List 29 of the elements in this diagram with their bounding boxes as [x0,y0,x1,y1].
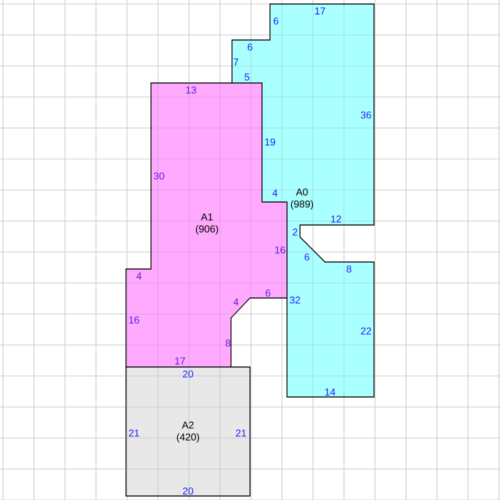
dimension-label: 6 [248,43,252,51]
dimension-label: 12 [331,216,342,222]
dimension-label: 21 [128,430,140,436]
dimension-label: 14 [325,388,336,396]
dimension-label: 4 [233,298,238,306]
dimension-label: 17 [175,358,186,364]
dimension-label: 13 [186,86,196,94]
dimension-label: 36 [360,111,372,119]
dimension-label: 6 [274,17,278,25]
dimension-label: 5 [244,74,250,80]
dimension-label: 16 [129,316,140,324]
dimension-label: 8 [346,265,352,273]
room-polygon: A2 (420) 20 21 21 20 [126,366,250,496]
dimension-label: 7 [234,58,238,66]
dimension-label: 19 [265,138,276,146]
dimension-label: 21 [236,430,246,436]
dimension-label: 2 [292,228,298,236]
dimension-label: 6 [266,289,270,297]
dimension-label: 22 [360,328,372,334]
dimension-label: 4 [136,272,142,280]
dimension-label: 8 [226,339,230,347]
dimension-label: 4 [272,190,278,196]
dimension-label: 20 [182,370,194,378]
dimension-label: 20 [182,487,194,495]
dimension-label: 16 [275,246,286,254]
dimension-label: 30 [154,172,164,180]
dimension-label: 32 [290,296,300,304]
dimension-label: 6 [304,253,310,261]
dimension-label: 17 [315,8,326,14]
